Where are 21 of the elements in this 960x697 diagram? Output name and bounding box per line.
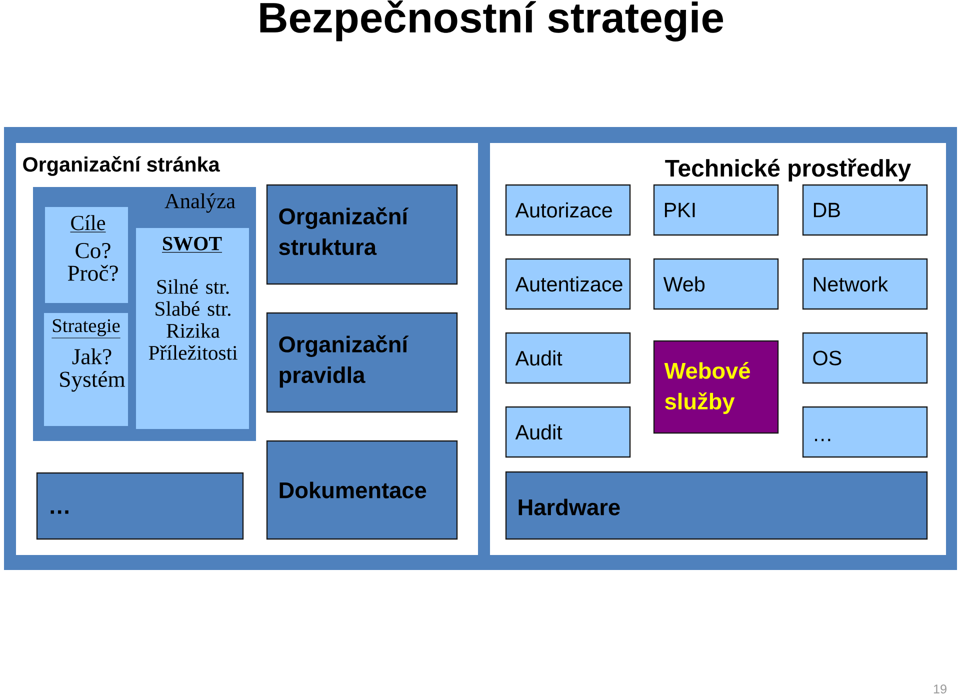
block-box: OS — [802, 332, 928, 384]
block-box: … — [802, 406, 928, 458]
block-box: Organizační struktura — [266, 184, 458, 285]
block-box: Autorizace — [505, 184, 631, 236]
block-box: Organizační pravidla — [266, 312, 458, 413]
page-number: 19 — [934, 684, 946, 694]
block-box: Network — [802, 258, 928, 310]
block-box: Audit — [505, 406, 631, 458]
block-box: Dokumentace — [266, 440, 458, 540]
info-box: Cíle Co? Proč? — [45, 207, 128, 303]
block-box: Web — [653, 258, 779, 310]
block-box: PKI — [653, 184, 779, 236]
block-box: … — [36, 472, 244, 540]
title: Bezpečnostní strategie — [260, 0, 724, 42]
info-box: SWOT Silné str. Slabé str. Rizika Příležitosti — [136, 228, 249, 429]
block-box: Audit — [505, 332, 631, 384]
block-box: DB — [802, 184, 928, 236]
block-box: Hardware — [505, 471, 928, 540]
highlight-box: Webové služby — [653, 340, 779, 434]
block-box: Autentizace — [505, 258, 631, 310]
info-box: Strategie Jak? Systém — [44, 313, 128, 426]
